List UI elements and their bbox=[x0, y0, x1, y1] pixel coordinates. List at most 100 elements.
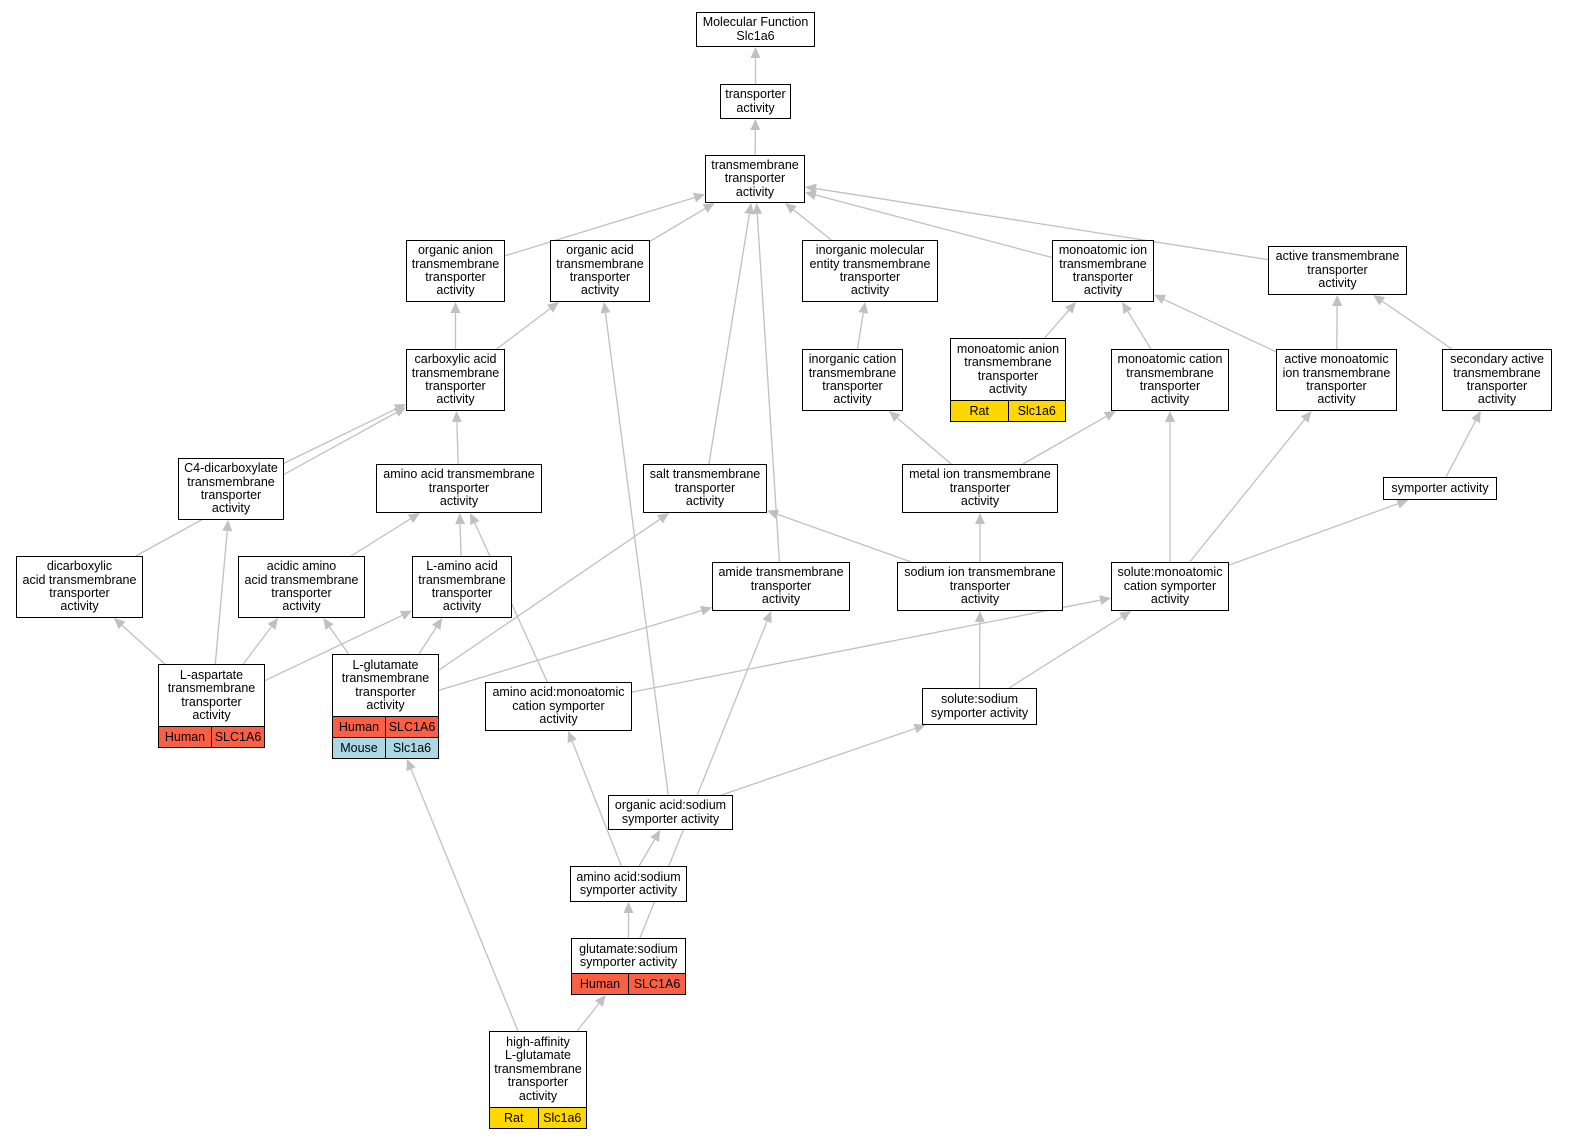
edge-laa-to-aatm bbox=[459, 523, 462, 557]
go-term-node-laa[interactable]: L-amino acid transmembrane transporter a… bbox=[412, 556, 512, 618]
edge-salt-to-tmta bbox=[708, 213, 751, 465]
go-term-node-sodiumion[interactable]: sodium ion transmembrane transporter act… bbox=[897, 562, 1063, 611]
go-term-label: high-affinity L-glutamate transmembrane … bbox=[494, 1034, 582, 1103]
go-term-label: active monoatomic ion transmembrane tran… bbox=[1282, 352, 1391, 407]
arrowhead-icon bbox=[1122, 302, 1133, 314]
arrowhead-icon bbox=[702, 203, 715, 213]
edge-carbox-to-oacid bbox=[496, 308, 551, 350]
go-term-node-c4[interactable]: C4-dicarboxylate transmembrane transport… bbox=[178, 458, 284, 520]
edge-lasp-to-c4 bbox=[214, 530, 228, 665]
go-term-node-lasp[interactable]: L-aspartate transmembrane transporter ac… bbox=[158, 664, 265, 748]
go-term-node-activemono[interactable]: active monoatomic ion transmembrane tran… bbox=[1276, 349, 1397, 411]
go-term-node-salt[interactable]: salt transmembrane transporter activity bbox=[643, 464, 767, 513]
go-term-node-acidicaa[interactable]: acidic amino acid transmembrane transpor… bbox=[238, 556, 365, 618]
go-term-node-aasod[interactable]: amino acid:sodium symporter activity bbox=[570, 866, 687, 902]
go-term-node-secactive[interactable]: secondary active transmembrane transport… bbox=[1442, 349, 1552, 411]
go-term-node-activetm[interactable]: active transmembrane transporter activit… bbox=[1268, 246, 1407, 295]
go-term-node-ta[interactable]: transporter activity bbox=[720, 84, 791, 119]
go-term-label: glutamate:sodium symporter activity bbox=[579, 941, 678, 969]
edge-monoanion-to-monoion bbox=[1044, 309, 1070, 339]
go-term-node-aamono[interactable]: amino acid:monoatomic cation symporter a… bbox=[485, 682, 632, 731]
arrowhead-icon bbox=[547, 302, 559, 313]
edge-metal-to-monocat bbox=[1022, 415, 1107, 465]
go-term-node-aatm[interactable]: amino acid transmembrane transporter act… bbox=[376, 464, 542, 513]
edge-lglu-to-amide bbox=[438, 610, 702, 691]
arrowhead-icon bbox=[113, 618, 126, 630]
go-term-node-solmono[interactable]: solute:monoatomic cation symporter activ… bbox=[1111, 562, 1229, 611]
go-term-node-metal[interactable]: metal ion transmembrane transporter acti… bbox=[902, 464, 1058, 513]
edge-activemono-to-monoion bbox=[1163, 298, 1277, 353]
go-term-label: L-amino acid transmembrane transporter a… bbox=[418, 559, 506, 614]
go-term-label: transmembrane transporter activity bbox=[711, 157, 799, 199]
go-term-node-tmta[interactable]: transmembrane transporter activity bbox=[705, 155, 805, 203]
go-term-node-inorgcat[interactable]: inorganic cation transmembrane transport… bbox=[802, 349, 903, 411]
arrowhead-icon bbox=[451, 411, 462, 423]
species-name: Mouse bbox=[340, 741, 378, 755]
go-term-label: monoatomic anion transmembrane transport… bbox=[956, 341, 1060, 396]
go-term-label: acidic amino acid transmembrane transpor… bbox=[244, 559, 359, 614]
go-term-node-solsod[interactable]: solute:sodium symporter activity bbox=[922, 688, 1037, 725]
edge-solmono-to-symporter bbox=[1228, 503, 1399, 566]
arrowhead-icon bbox=[762, 611, 772, 624]
arrowhead-icon bbox=[657, 513, 670, 524]
arrowhead-icon bbox=[752, 203, 763, 215]
arrowhead-icon bbox=[888, 411, 901, 422]
go-term-label: amino acid:sodium symporter activity bbox=[576, 869, 681, 897]
go-term-node-lglu[interactable]: L-glutamate transmembrane transporter ac… bbox=[332, 654, 439, 759]
go-term-node-mf[interactable]: Molecular Function Slc1a6 bbox=[696, 12, 815, 47]
gene-symbol: SLC1A6 bbox=[628, 974, 685, 994]
go-term-node-oanion[interactable]: organic anion transmembrane transporter … bbox=[406, 240, 505, 302]
arrowhead-icon bbox=[222, 520, 233, 532]
go-term-node-amide[interactable]: amide transmembrane transporter activity bbox=[712, 562, 850, 611]
go-term-label: monoatomic cation transmembrane transpor… bbox=[1117, 352, 1223, 407]
gene-symbol: SLC1A6 bbox=[385, 717, 438, 737]
edge-hiaff-to-lglu bbox=[410, 768, 519, 1032]
go-term-node-oasod[interactable]: organic acid:sodium symporter activity bbox=[608, 795, 733, 830]
arrowhead-icon bbox=[393, 404, 406, 414]
edge-sodiumion-to-salt bbox=[777, 513, 912, 563]
go-term-node-dicarb[interactable]: dicarboxylic acid transmembrane transpor… bbox=[16, 556, 143, 618]
go-term-node-carbox[interactable]: carboxylic acid transmembrane transporte… bbox=[406, 349, 505, 411]
go-term-label: symporter activity bbox=[1391, 480, 1489, 495]
edge-monocat-to-monoion bbox=[1127, 311, 1152, 350]
go-term-node-monoion[interactable]: monoatomic ion transmembrane transporter… bbox=[1052, 240, 1154, 302]
go-term-node-monocat[interactable]: monoatomic cation transmembrane transpor… bbox=[1111, 349, 1229, 411]
edge-aatm-to-carbox bbox=[456, 421, 459, 465]
edge-lasp-to-acidicaa bbox=[242, 626, 272, 665]
go-term-node-monoanion[interactable]: monoatomic anion transmembrane transport… bbox=[950, 338, 1066, 422]
edge-lasp-to-dicarb bbox=[121, 624, 166, 665]
go-term-node-symporter[interactable]: symporter activity bbox=[1383, 477, 1497, 500]
arrowhead-icon bbox=[600, 302, 611, 314]
edge-lglu-to-salt bbox=[438, 518, 661, 671]
arrowhead-icon bbox=[700, 605, 712, 616]
edge-oasod-to-solsod bbox=[721, 727, 916, 796]
go-term-node-inorgmol[interactable]: inorganic molecular entity transmembrane… bbox=[802, 240, 938, 302]
go-term-node-oacid[interactable]: organic acid transmembrane transporter a… bbox=[550, 240, 650, 302]
arrowhead-icon bbox=[785, 203, 797, 214]
arrowhead-icon bbox=[623, 902, 634, 913]
edge-activetm-to-tmta bbox=[815, 187, 1269, 261]
arrowhead-icon bbox=[1396, 499, 1409, 509]
edge-aasod-to-oasod bbox=[638, 839, 656, 867]
edge-oasod-to-oacid bbox=[604, 312, 669, 796]
go-term-label: solute:sodium symporter activity bbox=[930, 692, 1029, 720]
go-term-label: carboxylic acid transmembrane transporte… bbox=[411, 352, 500, 407]
edge-solsod-to-solmono bbox=[1008, 616, 1123, 689]
arrowhead-icon bbox=[450, 302, 461, 313]
gene-symbol: Slc1a6 bbox=[1007, 401, 1066, 421]
edge-amide-to-tmta bbox=[756, 213, 781, 563]
edge-lglu-to-laa bbox=[418, 626, 437, 655]
go-term-label: amino acid transmembrane transporter act… bbox=[383, 467, 535, 509]
arrowhead-icon bbox=[858, 302, 869, 314]
go-term-label: organic acid:sodium symporter activity bbox=[614, 798, 727, 826]
go-term-node-hiaff[interactable]: high-affinity L-glutamate transmembrane … bbox=[489, 1031, 587, 1129]
edge-hiaff-to-glusod bbox=[576, 1003, 600, 1032]
